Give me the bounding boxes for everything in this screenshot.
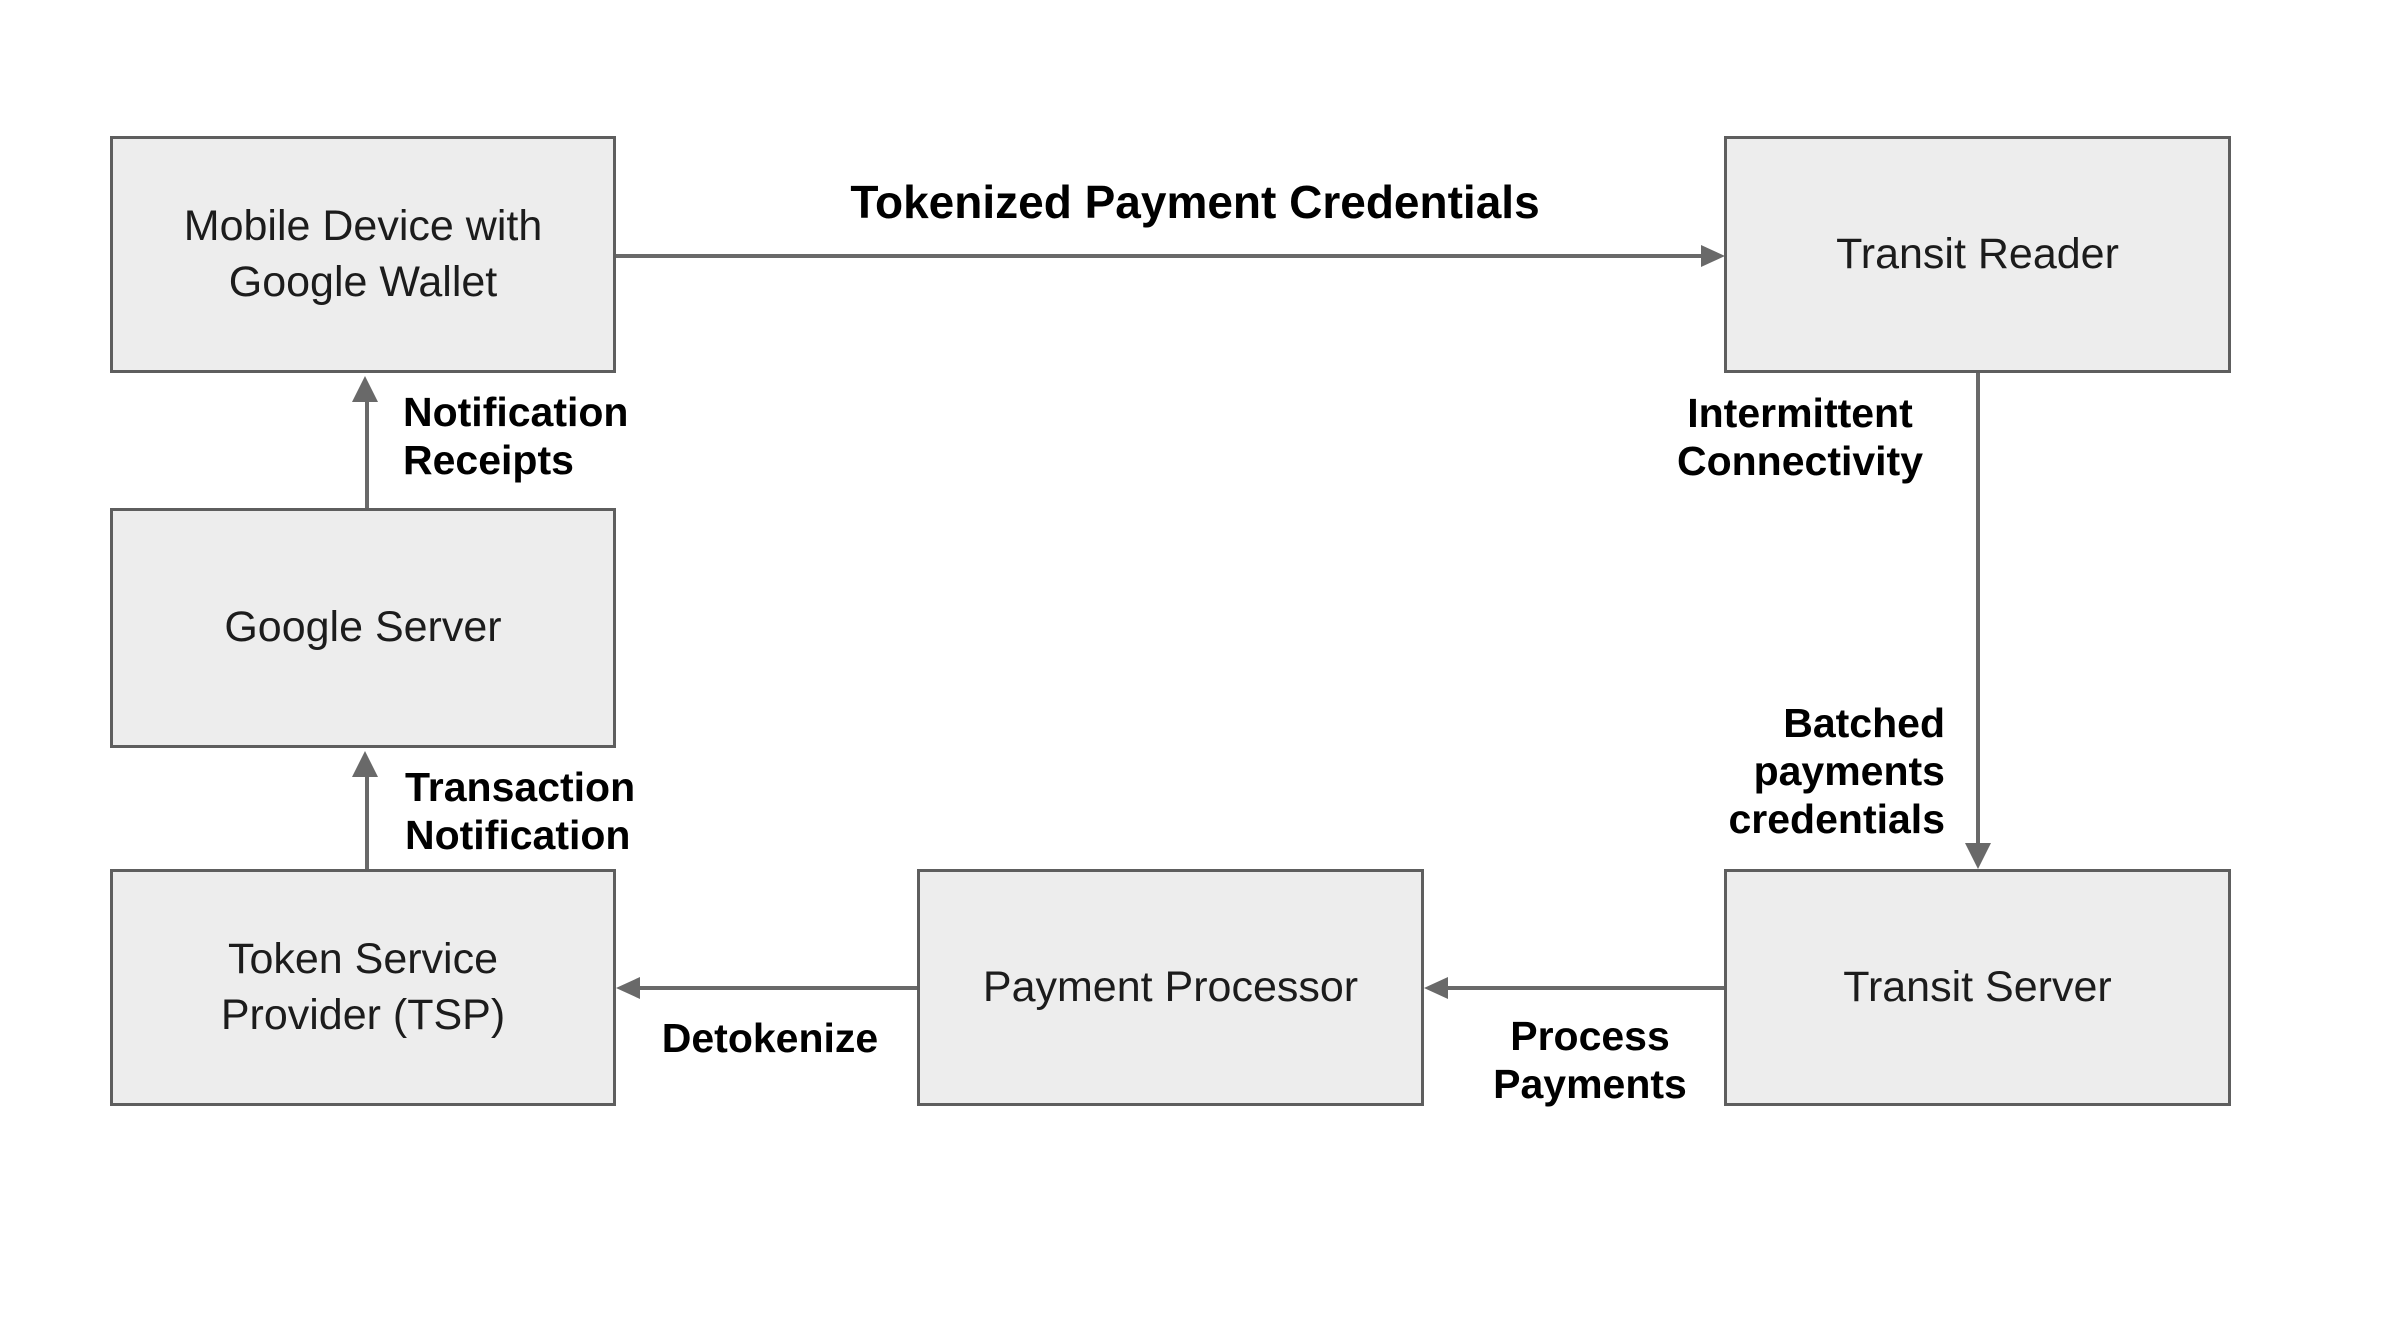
node-token-service-provider: Token Service Provider (TSP)	[110, 869, 616, 1106]
edge-label-process-payments: Process Payments	[1493, 1013, 1687, 1107]
node-google-server-label: Google Server	[224, 603, 502, 652]
node-transit-reader: Transit Reader	[1724, 136, 2231, 373]
edge-label-batched-payments-credentials: Batched payments credentials	[1728, 700, 1946, 842]
edge-label-detokenize: Detokenize	[661, 1015, 879, 1061]
node-token-service-provider-label: Token Service Provider (TSP)	[220, 934, 506, 1039]
node-transit-server: Transit Server	[1724, 869, 2231, 1106]
arrow-line-notification-receipts	[365, 400, 369, 508]
node-google-server: Google Server	[110, 508, 616, 748]
node-mobile-device-label: Mobile Device with Google Wallet	[183, 201, 543, 306]
arrow-line-tokenized-payment-credentials	[616, 254, 1701, 258]
edge-label-transaction-notification: Transaction Notification	[405, 764, 636, 858]
arrowhead-up-icon	[352, 751, 378, 777]
arrow-line-reader-to-transit-server	[1976, 373, 1980, 843]
arrowhead-down-icon	[1965, 843, 1991, 869]
arrow-line-process-payments	[1447, 986, 1724, 990]
node-payment-processor-label: Payment Processor	[982, 962, 1359, 1011]
arrowhead-up-icon	[352, 376, 378, 402]
edge-label-notification-receipts: Notification Receipts	[403, 389, 629, 483]
node-transit-reader-label: Transit Reader	[1836, 229, 2119, 278]
arrow-line-detokenize	[639, 986, 917, 990]
arrow-line-transaction-notification	[365, 775, 369, 869]
node-mobile-device: Mobile Device with Google Wallet	[110, 136, 616, 373]
arrowhead-left-icon	[616, 977, 640, 999]
edge-label-tokenized-payment-credentials: Tokenized Payment Credentials	[850, 176, 1540, 228]
arrowhead-right-icon	[1701, 245, 1725, 267]
arrowhead-left-icon	[1424, 977, 1448, 999]
node-transit-server-label: Transit Server	[1843, 962, 2112, 1011]
node-payment-processor: Payment Processor	[917, 869, 1424, 1106]
edge-label-intermittent-connectivity: Intermittent Connectivity	[1676, 390, 1924, 484]
